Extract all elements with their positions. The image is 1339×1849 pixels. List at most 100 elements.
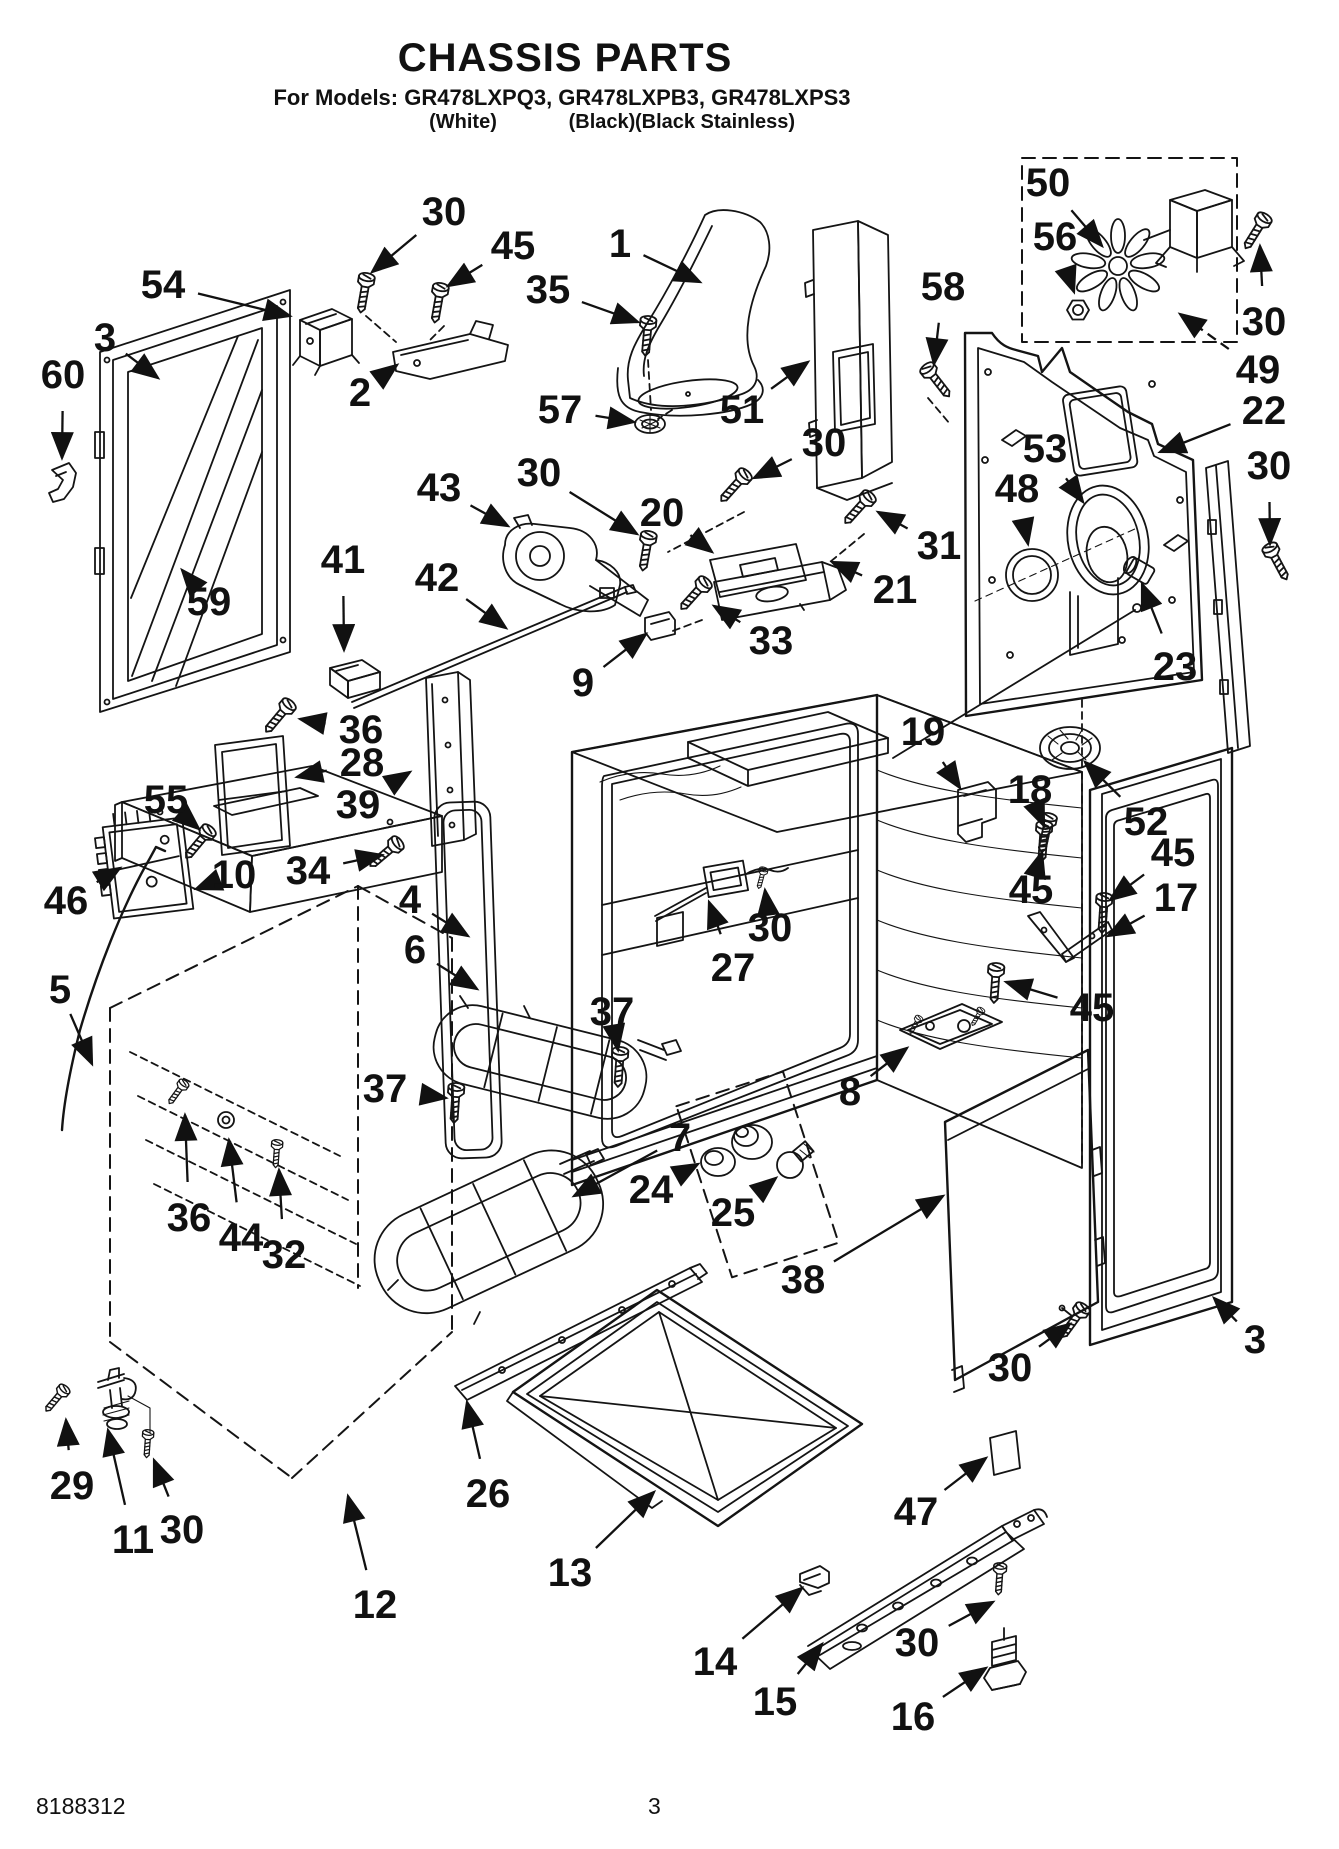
callout-leader-49-14 (1177, 312, 1230, 350)
callout-label-26-66: 26 (466, 1472, 511, 1516)
part-support-tray-46 (114, 765, 443, 913)
callout-leader-44-60 (220, 1137, 244, 1203)
callout-label-49-14: 49 (1236, 348, 1281, 392)
part-front-rail-26 (454, 1263, 708, 1401)
color-label-black: (Black) (568, 111, 636, 133)
callout-leader-33-25 (711, 604, 743, 630)
callout-leader-36-31 (297, 712, 328, 735)
callout-label-30-1: 30 (422, 190, 467, 234)
callout-label-2-7: 2 (349, 371, 371, 415)
part-bracket-20 (709, 543, 807, 598)
callout-leader-45-41 (1107, 873, 1145, 902)
callout-leader-3-5 (125, 352, 161, 380)
screw-58 (917, 359, 957, 403)
callout-label-60-6: 60 (41, 353, 86, 397)
callout-leader-48-18 (1011, 516, 1035, 547)
callout-label-30-13: 30 (1242, 300, 1287, 344)
callout-label-56-12: 56 (1033, 215, 1078, 259)
callout-leader-4-44 (431, 912, 471, 938)
page-number: 3 (648, 1793, 661, 1819)
callout-leader-8-50 (869, 1046, 910, 1078)
part-leveling-bolt-16 (983, 1627, 1027, 1691)
insulation-batt-20 (687, 711, 889, 787)
color-label-black-stainless: (Black Stainless) (634, 111, 796, 133)
part-broil-element-6 (432, 995, 682, 1120)
part-clip-9 (644, 611, 676, 641)
callout-leader-30-1 (369, 234, 418, 274)
screw-34 (364, 833, 407, 873)
callout-leader-30-57 (1038, 1322, 1073, 1349)
callout-leader-6-45 (436, 962, 480, 991)
callout-label-3-58: 3 (1244, 1318, 1266, 1362)
part-oven-sensor-27 (654, 859, 789, 922)
screw-45-top (425, 280, 451, 325)
screw-30-top-left (351, 270, 377, 315)
callout-label-14-69: 14 (693, 1640, 738, 1684)
callout-leader-37-52 (418, 1082, 449, 1106)
callout-label-52-39: 52 (1124, 800, 1169, 844)
part-leveling-leg-11 (97, 1367, 151, 1433)
hole-48 (974, 527, 1138, 602)
fan-assembly-box (1021, 157, 1245, 343)
part-access-panel-38 (943, 1048, 1106, 1393)
part-control-board-10 (94, 808, 195, 920)
screw-30-right (1259, 539, 1295, 585)
callout-leader-1-3 (643, 254, 703, 284)
part-latch-rod-42 (351, 584, 637, 709)
callout-label-27-46: 27 (711, 946, 756, 990)
callout-label-9-28: 9 (572, 661, 594, 705)
part-fan-blade-50 (1070, 218, 1166, 312)
screw-30-top-right (1237, 209, 1275, 254)
callout-label-5-48: 5 (49, 968, 71, 1012)
callout-label-44-60: 44 (219, 1216, 264, 1260)
callout-leader-31-23 (875, 510, 909, 535)
callout-label-50-11: 50 (1026, 161, 1071, 205)
callout-leader-14-69 (741, 1586, 805, 1640)
color-label-white: (White) (429, 111, 497, 133)
part-transformer-54 (292, 308, 360, 376)
callout-leader-56-12 (1054, 263, 1077, 295)
part-nut-56 (1066, 299, 1090, 321)
callout-leader-27-46 (707, 899, 729, 935)
callout-label-30-16: 30 (1247, 444, 1292, 488)
callout-label-45-41: 45 (1151, 831, 1196, 875)
callout-label-53-17: 53 (1023, 427, 1068, 471)
callout-leader-45-2 (445, 262, 483, 288)
callout-leader-12-65 (343, 1493, 368, 1571)
callout-label-30-57: 30 (988, 1346, 1033, 1390)
callout-leader-57-8 (595, 406, 637, 430)
callout-label-54-0: 54 (141, 263, 186, 307)
callout-leader-53-17 (1058, 474, 1085, 505)
callout-label-21-24: 21 (873, 568, 918, 612)
callout-leader-21-24 (829, 560, 863, 584)
callout-leader-46-43 (91, 866, 123, 892)
callout-leader-2-7 (369, 363, 400, 390)
callout-label-37-52: 37 (363, 1067, 408, 1111)
callout-label-45-2: 45 (491, 224, 536, 268)
callout-leader-34-38 (342, 849, 385, 872)
part-side-panel-left (94, 289, 291, 713)
callout-label-30-47: 30 (748, 906, 793, 950)
callout-leader-35-4 (581, 301, 641, 325)
part-bracket-21 (713, 561, 847, 623)
part-clip-14 (799, 1565, 830, 1596)
callout-leader-18-35 (1023, 797, 1046, 829)
callout-leader-30-64 (152, 1457, 175, 1498)
callout-leader-58-10 (925, 322, 949, 367)
callout-leader-25-55 (748, 1176, 779, 1204)
screw-30-mid (714, 465, 755, 508)
part-flange-strip (1205, 460, 1251, 754)
callout-leader-50-11 (1070, 209, 1104, 249)
callout-label-10-37: 10 (212, 853, 257, 897)
part-door-latch-43 (502, 514, 649, 617)
part-clip-60 (48, 462, 77, 503)
screw-36-lower (164, 1076, 191, 1108)
part-fan-motor (1143, 189, 1245, 273)
part-glide-rail-15 (807, 1508, 1048, 1670)
part-bracket-2 (392, 320, 509, 380)
screw-33 (674, 573, 715, 616)
callout-leader-30-22 (751, 456, 793, 480)
callout-leader-5-48 (69, 1013, 94, 1067)
callout-label-16-72: 16 (891, 1695, 936, 1739)
